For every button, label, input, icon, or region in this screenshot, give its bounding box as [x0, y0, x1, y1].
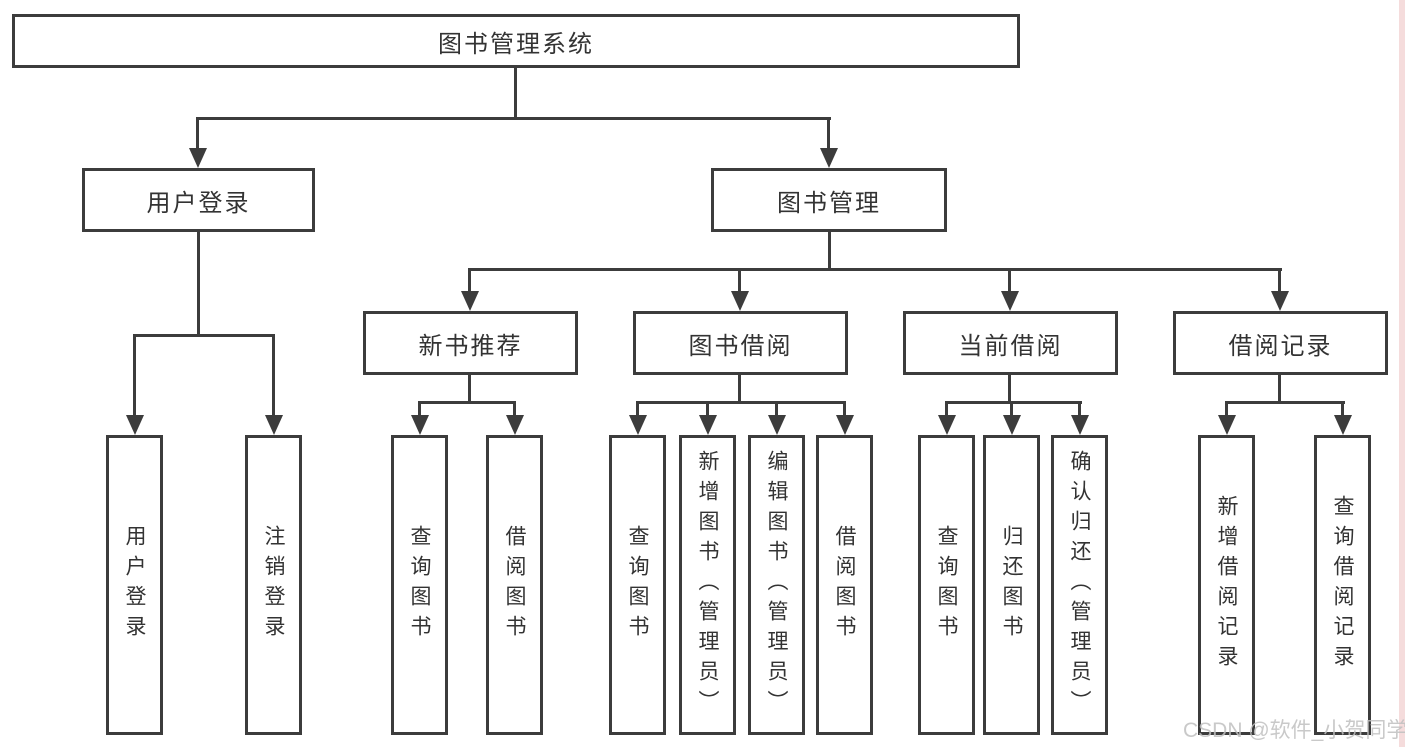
node-root-label: 图书管理系统 — [438, 30, 594, 58]
leaf-borrow-books-recommend-label: 借阅图书 — [503, 525, 526, 645]
arrowhead-edit-books — [768, 415, 786, 435]
node-book-management: 图书管理 — [711, 168, 947, 232]
right-edge-strip — [1399, 0, 1405, 747]
arrowhead-borrow-books — [836, 415, 854, 435]
leaf-borrow-books-label: 借阅图书 — [833, 525, 856, 645]
arrowhead-add-books — [699, 415, 717, 435]
node-borrowing-records: 借阅记录 — [1173, 311, 1388, 375]
connector-to-book-borrowing — [738, 268, 741, 292]
connector-borrowing-stem — [738, 374, 741, 403]
arrowhead-leaf-logout — [265, 415, 283, 435]
connector-current-bus — [945, 401, 1082, 404]
arrowhead-user-login — [189, 148, 207, 168]
connector-to-borrow-recommend — [513, 401, 516, 417]
connector-to-add-books — [706, 401, 709, 417]
arrowhead-query-borrowing — [629, 415, 647, 435]
leaf-query-borrow-record-label: 查询借阅记录 — [1331, 495, 1354, 675]
connector-to-borrowing-records — [1278, 268, 1281, 292]
connector-to-query-recommend — [418, 401, 421, 417]
connector-to-query-borrowing — [636, 401, 639, 417]
arrowhead-current-borrowing — [1001, 291, 1019, 311]
leaf-edit-books-admin: 编辑图书（管理员） — [748, 435, 805, 735]
leaf-add-borrow-record: 新增借阅记录 — [1198, 435, 1255, 735]
connector-to-leaf-logout — [272, 334, 275, 415]
connector-to-borrow-books — [843, 401, 846, 417]
connector-user-login-stem — [197, 231, 200, 336]
arrowhead-leaf-user-login — [126, 415, 144, 435]
connector-to-add-record — [1225, 401, 1228, 417]
connector-to-edit-books — [775, 401, 778, 417]
connector-to-query-record — [1341, 401, 1344, 417]
connector-user-login-bus — [133, 334, 275, 337]
leaf-query-books-current: 查询图书 — [918, 435, 975, 735]
connector-borrowing-bus — [636, 401, 846, 404]
node-new-book-recommend-label: 新书推荐 — [418, 332, 523, 360]
arrowhead-return-books — [1003, 415, 1021, 435]
node-book-borrowing: 图书借阅 — [633, 311, 848, 375]
connector-to-leaf-user-login — [133, 334, 136, 415]
leaf-user-login: 用户登录 — [106, 435, 163, 735]
connector-current-stem — [1008, 374, 1011, 403]
leaf-query-books-recommend-label: 查询图书 — [408, 525, 431, 645]
leaf-query-books-current-label: 查询图书 — [935, 525, 958, 645]
leaf-query-borrow-record: 查询借阅记录 — [1314, 435, 1371, 735]
arrowhead-confirm-return — [1071, 415, 1089, 435]
arrowhead-borrowing-records — [1271, 291, 1289, 311]
node-root-system: 图书管理系统 — [12, 14, 1020, 68]
leaf-edit-books-admin-label: 编辑图书（管理员） — [765, 450, 788, 720]
arrowhead-query-current — [938, 415, 956, 435]
leaf-add-borrow-record-label: 新增借阅记录 — [1215, 495, 1238, 675]
connector-to-query-current — [945, 401, 948, 417]
arrowhead-add-record — [1218, 415, 1236, 435]
node-user-login-label: 用户登录 — [146, 189, 251, 217]
leaf-borrow-books: 借阅图书 — [816, 435, 873, 735]
arrowhead-new-book-recommend — [461, 291, 479, 311]
connector-book-management-bus — [469, 268, 1282, 271]
connector-to-new-book-recommend — [468, 268, 471, 292]
leaf-logout-label: 注销登录 — [262, 525, 285, 645]
node-book-management-label: 图书管理 — [777, 189, 881, 217]
node-current-borrowing: 当前借阅 — [903, 311, 1118, 375]
leaf-return-books: 归还图书 — [983, 435, 1040, 735]
connector-to-confirm-return — [1078, 401, 1081, 417]
leaf-logout: 注销登录 — [245, 435, 302, 735]
arrowhead-query-record — [1334, 415, 1352, 435]
leaf-add-books-admin-label: 新增图书（管理员） — [696, 450, 719, 720]
leaf-confirm-return-admin: 确认归还（管理员） — [1051, 435, 1108, 735]
leaf-borrow-books-recommend: 借阅图书 — [486, 435, 543, 735]
arrowhead-book-borrowing — [731, 291, 749, 311]
connector-records-stem — [1278, 374, 1281, 403]
connector-to-return-books — [1010, 401, 1013, 417]
leaf-query-books-recommend: 查询图书 — [391, 435, 448, 735]
node-user-login: 用户登录 — [82, 168, 315, 232]
connector-to-user-login — [196, 117, 199, 150]
connector-recommend-stem — [468, 374, 471, 403]
leaf-query-books-borrowing-label: 查询图书 — [626, 525, 649, 645]
connector-to-current-borrowing — [1008, 268, 1011, 292]
arrowhead-query-recommend — [411, 415, 429, 435]
node-current-borrowing-label: 当前借阅 — [958, 332, 1063, 360]
leaf-return-books-label: 归还图书 — [1000, 525, 1023, 645]
leaf-user-login-label: 用户登录 — [123, 525, 146, 645]
arrowhead-borrow-recommend — [506, 415, 524, 435]
leaf-confirm-return-admin-label: 确认归还（管理员） — [1068, 450, 1091, 720]
connector-to-book-management — [827, 117, 830, 150]
node-book-borrowing-label: 图书借阅 — [688, 332, 793, 360]
csdn-watermark: CSDN @软件_小贺同学 — [1183, 719, 1405, 742]
connector-root-bus — [196, 117, 831, 120]
node-borrowing-records-label: 借阅记录 — [1228, 332, 1333, 360]
connector-root-stem — [514, 67, 517, 119]
leaf-query-books-borrowing: 查询图书 — [609, 435, 666, 735]
connector-records-bus — [1225, 401, 1345, 404]
connector-book-management-stem — [828, 231, 831, 270]
node-new-book-recommend: 新书推荐 — [363, 311, 578, 375]
leaf-add-books-admin: 新增图书（管理员） — [679, 435, 736, 735]
connector-recommend-bus — [418, 401, 516, 404]
arrowhead-book-management — [820, 148, 838, 168]
